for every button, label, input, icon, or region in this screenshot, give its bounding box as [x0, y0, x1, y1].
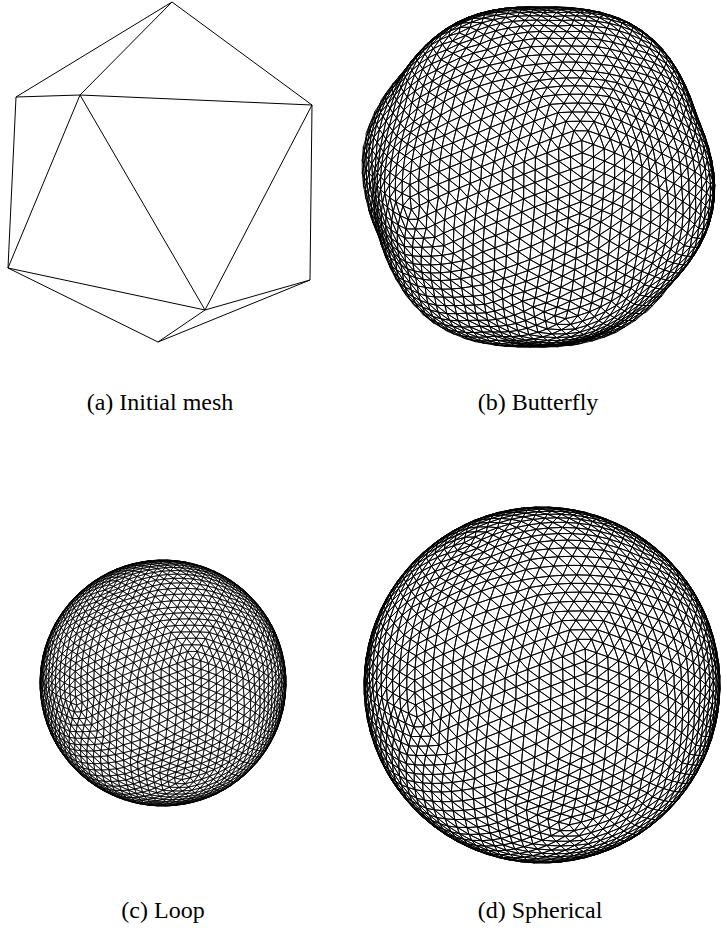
initial-icosahedron — [8, 2, 312, 342]
panel-caption: (b) Butterfly — [478, 388, 599, 417]
butterfly-mesh — [362, 7, 714, 347]
panel-caption: (d) Spherical — [478, 896, 603, 925]
panel-caption: (a) Initial mesh — [87, 388, 234, 417]
loop-mesh — [40, 560, 286, 806]
spherical-mesh — [364, 507, 720, 863]
panel-caption: (c) Loop — [121, 896, 204, 925]
